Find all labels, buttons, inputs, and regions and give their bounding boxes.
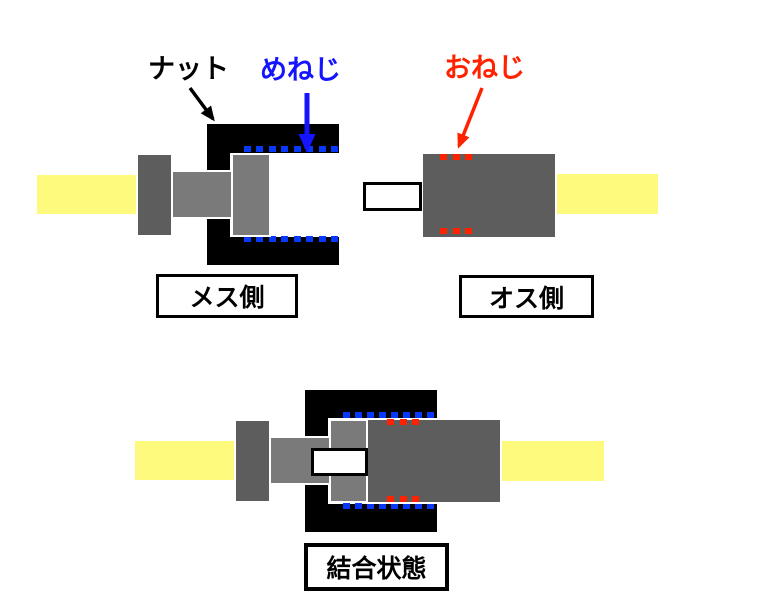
coupled-female-collar [234, 419, 271, 503]
female-thread-label: めねじ [260, 55, 341, 86]
male-side-caption: オス側 [459, 275, 594, 318]
coupled-female-thread-dots-bottom [343, 503, 434, 509]
female-thread-dots-bottom [244, 236, 338, 242]
male-thread-dots-bottom [440, 228, 472, 234]
male-cable [555, 174, 658, 214]
female-side-caption: メス側 [156, 274, 298, 318]
male-thread-dots-top [440, 154, 472, 160]
coupled-state-caption-text: 結合状態 [326, 554, 427, 583]
female-stem [169, 170, 235, 219]
coupled-male-cable [500, 441, 604, 481]
nut-arrow [188, 86, 215, 122]
female-thread-dots-top [244, 146, 338, 152]
coupled-male-thread-dots-bottom [387, 496, 419, 502]
male-thread-label: おねじ [444, 53, 525, 84]
nut-label: ナット [148, 54, 229, 85]
female-side-caption-text: メス側 [189, 283, 265, 312]
coupled-female-cable [135, 441, 237, 480]
male-center-pin [363, 182, 422, 211]
coupled-state-caption: 結合状態 [304, 543, 449, 591]
male-thread-arrow [457, 87, 484, 149]
coupled-male-thread-dots-top [387, 419, 419, 425]
male-side-caption-text: オス側 [488, 283, 564, 313]
coupled-male-body [366, 418, 502, 504]
female-cable [37, 175, 140, 214]
coupled-female-thread-dots-top [343, 412, 434, 418]
female-collar [136, 153, 173, 237]
male-body [421, 152, 557, 239]
female-contact-block [231, 153, 271, 237]
coupled-male-center-pin [311, 448, 368, 476]
